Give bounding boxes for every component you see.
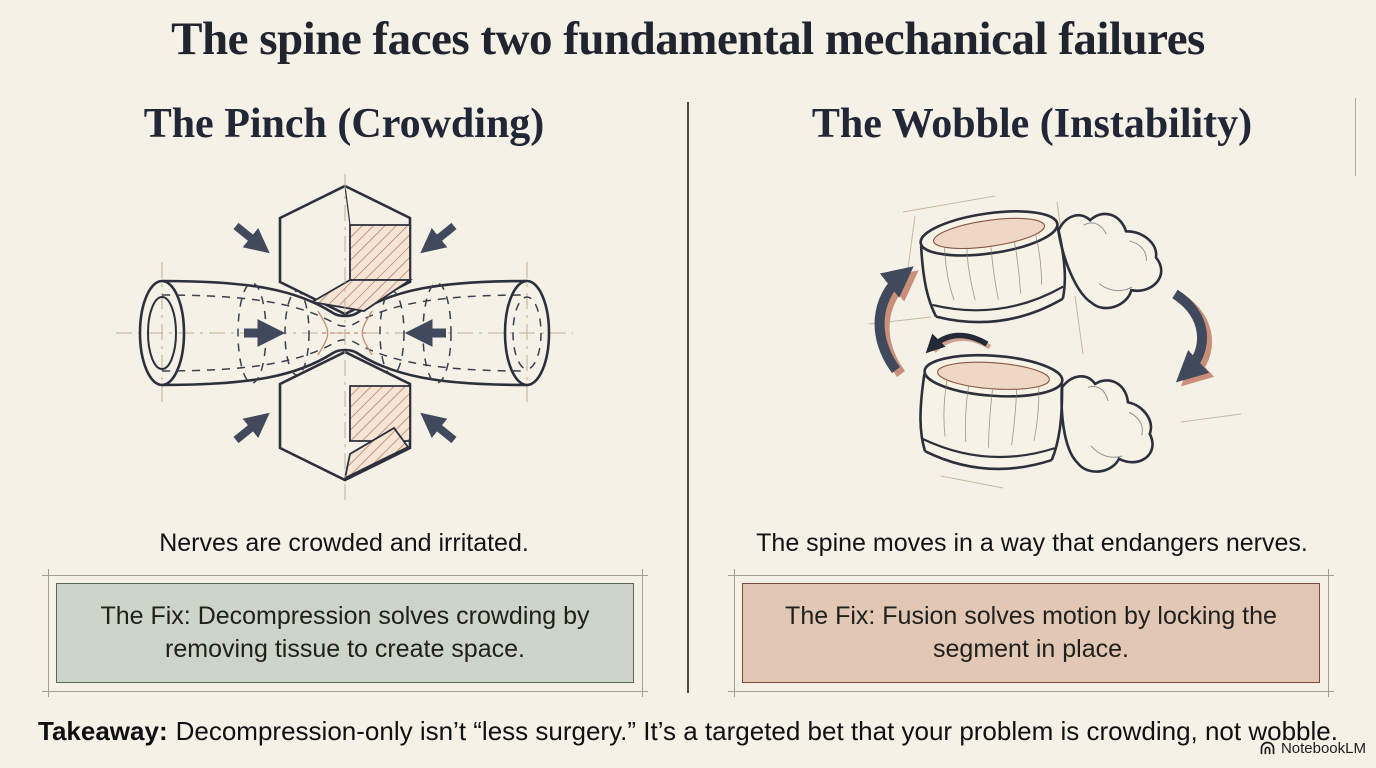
drafting-guide-line (48, 569, 49, 697)
watermark-label: NotebookLM (1280, 740, 1366, 757)
left-caption: Nerves are crowded and irritated. (159, 529, 529, 557)
watermark: NotebookLM (1259, 740, 1366, 757)
left-fix-box: The Fix: Decompression solves crowding b… (56, 583, 634, 683)
right-caption: The spine moves in a way that endangers … (756, 529, 1308, 557)
notebooklm-logo-icon (1260, 741, 1275, 755)
panel-divider-line (687, 102, 689, 693)
page-title: The spine faces two fundamental mechanic… (171, 13, 1205, 65)
sketch-guide-lines (868, 195, 1242, 489)
vertebra-upper (919, 210, 1163, 324)
compression-arrows (233, 222, 457, 444)
drafting-guide-line (1355, 98, 1356, 176)
rotation-arrow-left (874, 266, 919, 377)
drafting-guide-line (642, 569, 643, 697)
drafting-guide-line (42, 691, 648, 692)
drafting-guide-line (42, 575, 648, 576)
left-panel-heading: The Pinch (Crowding) (143, 101, 545, 147)
drafting-guide-line (728, 575, 1334, 576)
drafting-guide-line (728, 691, 1334, 692)
rotation-arrow-middle (925, 332, 992, 354)
takeaway-line: Takeaway:Decompression-only isn’t “less … (0, 716, 1376, 747)
takeaway-text: Decompression-only isn’t “less surgery.”… (175, 716, 1338, 746)
takeaway-label: Takeaway: (38, 716, 168, 746)
drafting-guide-line (1328, 569, 1329, 697)
right-panel-heading: The Wobble (Instability) (811, 101, 1253, 147)
pinch-illustration (116, 174, 573, 501)
vertebra-lower (919, 353, 1154, 473)
rotation-arrow-right (1172, 289, 1215, 387)
pinch-waist-accent (317, 310, 373, 356)
right-fix-box: The Fix: Fusion solves motion by locking… (742, 583, 1320, 683)
wobble-illustration (868, 195, 1242, 489)
drafting-guide-line (734, 569, 735, 697)
